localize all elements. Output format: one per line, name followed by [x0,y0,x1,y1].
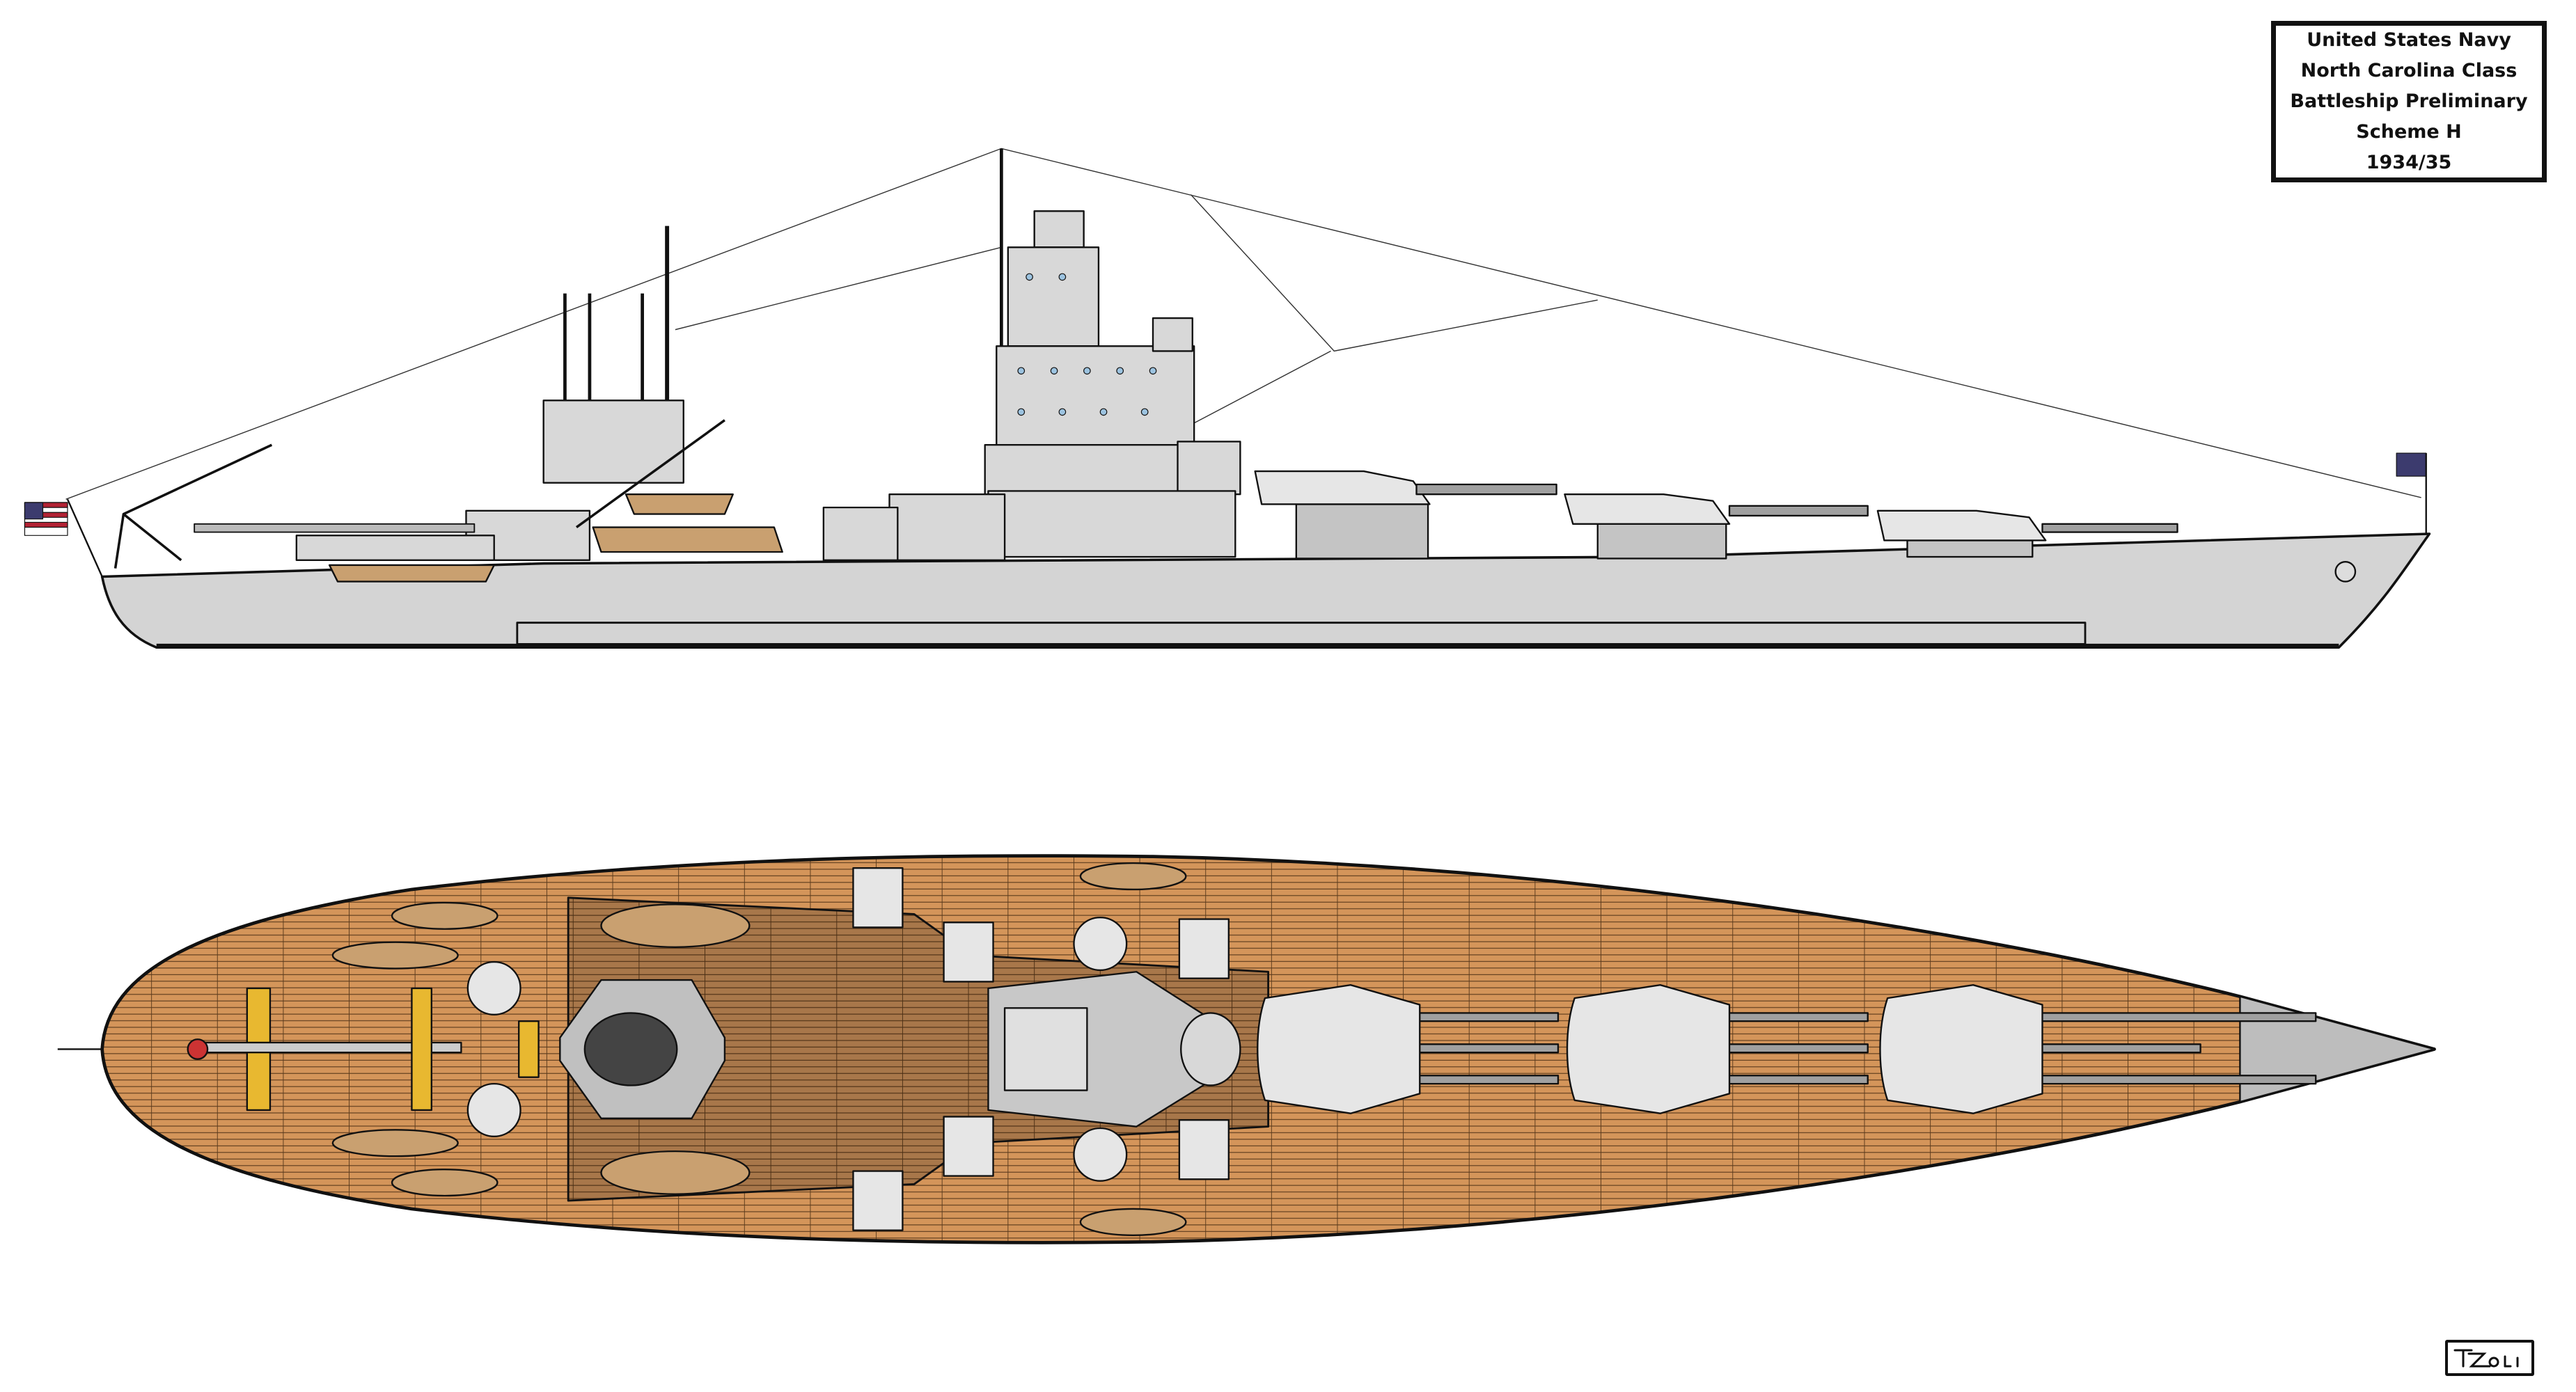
turret-2-plan [1566,984,1869,1114]
turret-1-plan [1257,984,1560,1114]
main-turret-1 [1254,470,1557,560]
bridge-tower [822,148,1241,562]
title-block: United States Navy North Carolina Class … [2271,21,2547,182]
secondary-mounts [466,867,1230,1231]
main-turret-2 [1564,493,1869,560]
deckhouse-roof [567,896,1270,1202]
union-jack-icon [2396,452,2427,534]
anchor-icon [2334,561,2357,583]
title-line-scheme: Scheme H [2356,121,2462,143]
main-turret-3 [1876,509,2178,558]
bridge-plan [987,971,1241,1128]
artist-signature-logo [2445,1340,2534,1376]
catapult [194,523,476,533]
signature-mark [2453,1349,2519,1368]
boats [331,862,1187,1236]
armor-belt [516,622,2087,645]
side-hull [100,532,2431,649]
us-ensign-icon [24,498,103,577]
top-view [57,854,2436,1244]
aft-superstructure-plan [559,979,726,1119]
title-line-type: Battleship Preliminary [2290,90,2528,112]
turret-3-plan [1879,984,2317,1114]
seaplanes [187,987,540,1112]
aircraft-crane [113,419,725,569]
aft-superstructure [295,226,783,583]
title-line-class: North Carolina Class [2300,60,2518,81]
title-line-navy: United States Navy [2307,29,2511,51]
side-view [24,148,2431,649]
title-line-year: 1934/35 [2366,152,2452,173]
rigging [65,148,2421,500]
portholes [1017,273,1157,416]
